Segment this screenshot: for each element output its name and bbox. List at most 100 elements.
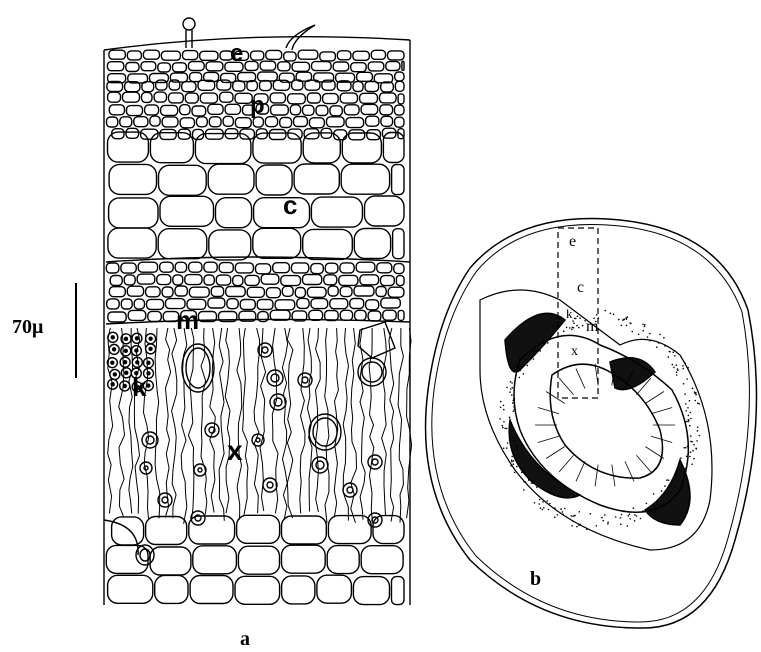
epidermis-cell [109, 50, 126, 59]
cortex-stipple [517, 455, 519, 457]
cortex-stipple [633, 507, 635, 509]
cortex-stipple [690, 418, 692, 420]
sclerenchyma-lumen [135, 337, 138, 340]
cortex-stipple [697, 402, 699, 404]
periderm-cell [208, 104, 223, 114]
cortex-stipple [537, 349, 539, 351]
sclerenchyma-arc-2 [610, 358, 655, 390]
cortex-stipple [623, 319, 625, 321]
cortex-stipple [629, 513, 631, 515]
cortex-stipple [649, 340, 651, 342]
cortex-stipple [540, 507, 542, 509]
cortex-cell [354, 229, 390, 259]
epidermis-cell [206, 62, 223, 71]
phellogen-cell [325, 311, 339, 321]
sclerenchyma-lumen [149, 337, 152, 340]
cortex-stipple [564, 508, 566, 510]
cortex-stipple [596, 314, 598, 316]
xylem-ray [155, 328, 160, 518]
cortex-stipple [686, 378, 688, 380]
xylem-ray [300, 328, 305, 514]
phellogen-cell [240, 300, 255, 310]
cortex-stipple [677, 368, 679, 370]
sclerenchyma-lumen [125, 371, 128, 374]
pith-cell [361, 546, 403, 574]
cortex-stipple [504, 428, 506, 430]
cortex-stipple [559, 318, 561, 320]
phellogen-cell [354, 286, 374, 296]
cortex-cell [342, 133, 381, 163]
xylem-ray [287, 328, 293, 518]
cortex-stipple [502, 425, 504, 427]
phellogen-cell [216, 275, 230, 285]
cortex-stipple [506, 447, 508, 449]
phellogen-cell [295, 288, 305, 298]
periderm-cell [303, 105, 315, 115]
periderm-cell [380, 105, 393, 115]
epidermis-cell [221, 73, 236, 82]
xylem-ray [243, 328, 248, 516]
epidermis-cell [107, 62, 123, 71]
cortex-stipple [511, 456, 513, 458]
xylem-ray [172, 328, 177, 518]
phellogen-cell [281, 276, 301, 286]
epidermis-cell [388, 51, 405, 60]
phellogen-cell [328, 286, 338, 296]
cortex-stipple [539, 350, 541, 352]
sclerenchyma-lumen [147, 384, 150, 387]
cortex-stipple [676, 374, 678, 376]
cortex-stipple [511, 382, 513, 384]
cortex-stipple [512, 400, 514, 402]
periderm-cell [271, 105, 289, 115]
sclerenchyma-lumen [135, 349, 138, 352]
pith-cell [235, 576, 280, 604]
cortex-stipple [532, 351, 534, 353]
cortex-cell [160, 196, 214, 226]
cortex-stipple [579, 317, 581, 319]
phellogen-cell [227, 299, 238, 309]
epidermis-cell [161, 51, 180, 60]
cortex-stipple [507, 442, 509, 444]
periderm-cell [380, 93, 397, 103]
xylem-ray-line [559, 455, 573, 472]
cortex-stipple [644, 326, 646, 328]
periderm-cell [185, 93, 198, 103]
cortex-stipple [689, 456, 691, 458]
scale-bar-label: 70μ [12, 316, 43, 339]
phellogen-cell [124, 275, 135, 285]
cortex-stipple [690, 435, 692, 437]
epidermis-cell [266, 50, 282, 59]
cortex-stipple [570, 515, 572, 517]
xylem-ray [219, 328, 224, 521]
pith-cell [155, 575, 188, 603]
cortex-stipple [512, 387, 514, 389]
periderm-cell [233, 81, 245, 91]
cortex-cell [253, 228, 301, 258]
cortex-stipple [663, 337, 665, 339]
cortex-stipple [605, 310, 607, 312]
band-line [106, 319, 410, 324]
cortex-cell [294, 164, 339, 194]
xylem-vessel [309, 414, 341, 450]
cortex-stipple [626, 318, 628, 320]
cortex-stipple [656, 346, 658, 348]
cortex-stipple [636, 515, 638, 517]
sclerenchyma-lumen [123, 384, 126, 387]
cortex-stipple [620, 517, 622, 519]
xylem-ray-line [645, 391, 664, 403]
phellogen-cell [128, 310, 146, 320]
cortex-stipple [511, 394, 513, 396]
cortex-stipple [695, 400, 697, 402]
cortex-stipple [629, 322, 631, 324]
cortex-stipple [516, 445, 518, 447]
cortex-stipple [676, 372, 678, 374]
phellogen-cell [189, 262, 202, 272]
phellogen-cell [173, 275, 183, 285]
cortex-stipple [646, 503, 648, 505]
phellogen-cell [245, 275, 259, 285]
pith-cell [193, 546, 237, 574]
phellogen-cell [394, 264, 404, 274]
xylem-vessel [194, 464, 206, 476]
phellogen-cell [376, 287, 386, 297]
